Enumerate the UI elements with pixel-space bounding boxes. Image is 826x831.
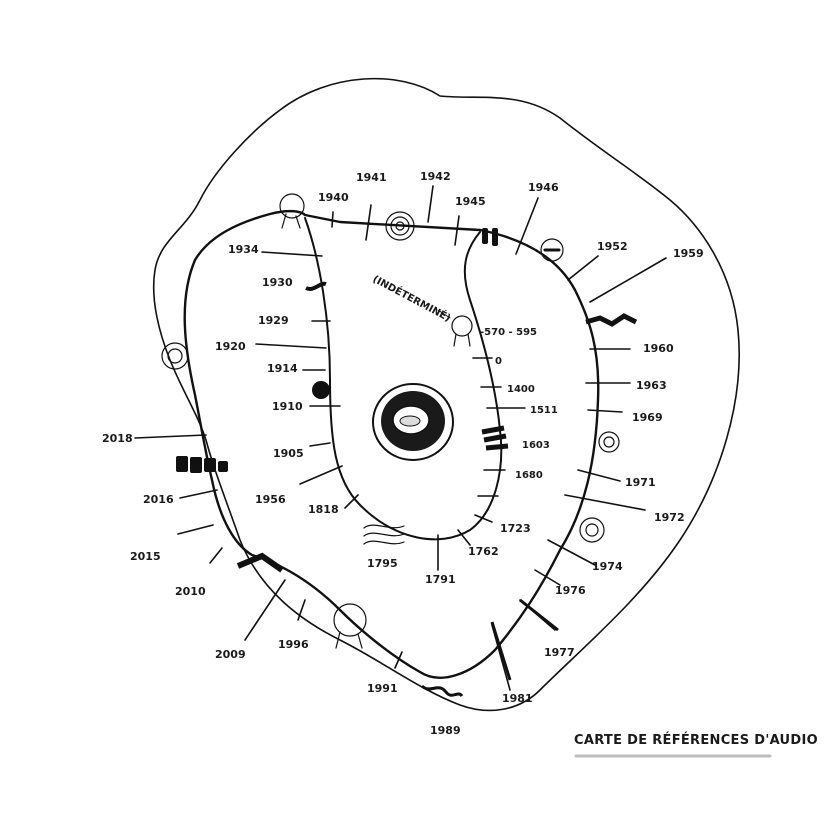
middle-label: 1940	[318, 191, 349, 204]
undetermined-label: (INDÉTERMINÉ)	[371, 272, 454, 324]
block-mark-icon	[204, 458, 216, 472]
outer-label: 1991	[367, 682, 398, 695]
sketch-marks	[161, 193, 620, 649]
target-mark-icon	[540, 238, 564, 262]
tree-mark-icon	[451, 315, 473, 347]
ink-marks	[176, 228, 638, 698]
blot-mark-icon	[236, 552, 284, 573]
outer-label: 1981	[502, 692, 533, 705]
outer-label: 2009	[215, 648, 246, 661]
outer-label: 1996	[278, 638, 309, 651]
inner-label: 0	[495, 356, 502, 367]
bar-mark-icon	[482, 228, 488, 244]
outer-label: 1946	[528, 181, 559, 194]
bar-mark-icon	[492, 228, 498, 246]
middle-ticks	[255, 211, 493, 571]
middle-label: 1791	[425, 573, 456, 586]
outer-label: 1974	[592, 560, 623, 573]
outer-label: 1959	[673, 247, 704, 260]
outer-label: 2015	[130, 550, 161, 563]
inner-ticks	[472, 357, 526, 497]
middle-label: 1930	[262, 276, 293, 289]
outer-label: 1945	[455, 195, 486, 208]
inner-label: 1400	[507, 384, 535, 395]
outer-label: 2016	[143, 493, 174, 506]
spiral-mark-icon	[598, 431, 620, 453]
inner-label: 1603	[522, 440, 550, 451]
stroke-mark-icon	[519, 598, 559, 632]
middle-label: 1795	[367, 557, 398, 570]
middle-label: 1956	[255, 493, 286, 506]
middle-label: 1905	[273, 447, 304, 460]
outer-label: 1952	[597, 240, 628, 253]
swirl-mark-icon	[161, 342, 189, 370]
outer-label: 1969	[632, 411, 663, 424]
outer-label: 1941	[356, 171, 387, 184]
inner-label: -570 - 595	[480, 327, 537, 338]
outer-label: 1989	[430, 724, 461, 737]
scribble-mark-icon	[420, 684, 464, 698]
outer-label: 1960	[643, 342, 674, 355]
map-title: CARTE DE RÉFÉRENCES D'AUDIO	[574, 732, 818, 748]
undetermined-pointer	[437, 309, 451, 319]
year-labels: 1941 1942 1945 1946 1952 1959 1960 1963 …	[102, 170, 704, 737]
outer-label: 2018	[102, 432, 133, 445]
stroke-mark-icon	[490, 621, 512, 681]
block-mark-icon	[218, 461, 228, 472]
zigzag-mark-icon	[585, 313, 638, 327]
tree-mark-icon	[333, 603, 367, 649]
block-mark-icon	[190, 457, 202, 473]
inner-label: 1680	[515, 470, 543, 481]
outer-label: 2010	[175, 585, 206, 598]
outer-boundary	[152, 77, 740, 712]
middle-label: 1929	[258, 314, 289, 327]
middle-label: 1762	[468, 545, 499, 558]
middle-label: 1818	[308, 503, 339, 516]
outer-label: 1976	[555, 584, 586, 597]
outer-label: 1963	[636, 379, 667, 392]
waves-mark-icon	[363, 524, 405, 545]
spiral-mark-icon	[385, 211, 415, 241]
middle-label: 1920	[215, 340, 246, 353]
middle-label: 1910	[272, 400, 303, 413]
stripe-mark-icon	[481, 425, 509, 451]
swirl-mark-icon	[579, 517, 605, 543]
inner-track	[304, 217, 503, 541]
block-mark-icon	[176, 456, 188, 472]
outer-label: 1972	[654, 511, 685, 524]
tree-mark-icon	[279, 193, 305, 229]
squiggle-mark-icon	[305, 281, 327, 291]
middle-label: 1723	[500, 522, 531, 535]
inner-label: 1511	[530, 405, 558, 416]
outer-label: 1942	[420, 170, 451, 183]
outer-label: 1971	[625, 476, 656, 489]
dot-mark-icon	[312, 381, 330, 399]
outer-label: 1977	[544, 646, 575, 659]
middle-label: 1914	[267, 362, 298, 375]
middle-label: 1934	[228, 243, 259, 256]
center-eye-icon	[372, 383, 454, 461]
